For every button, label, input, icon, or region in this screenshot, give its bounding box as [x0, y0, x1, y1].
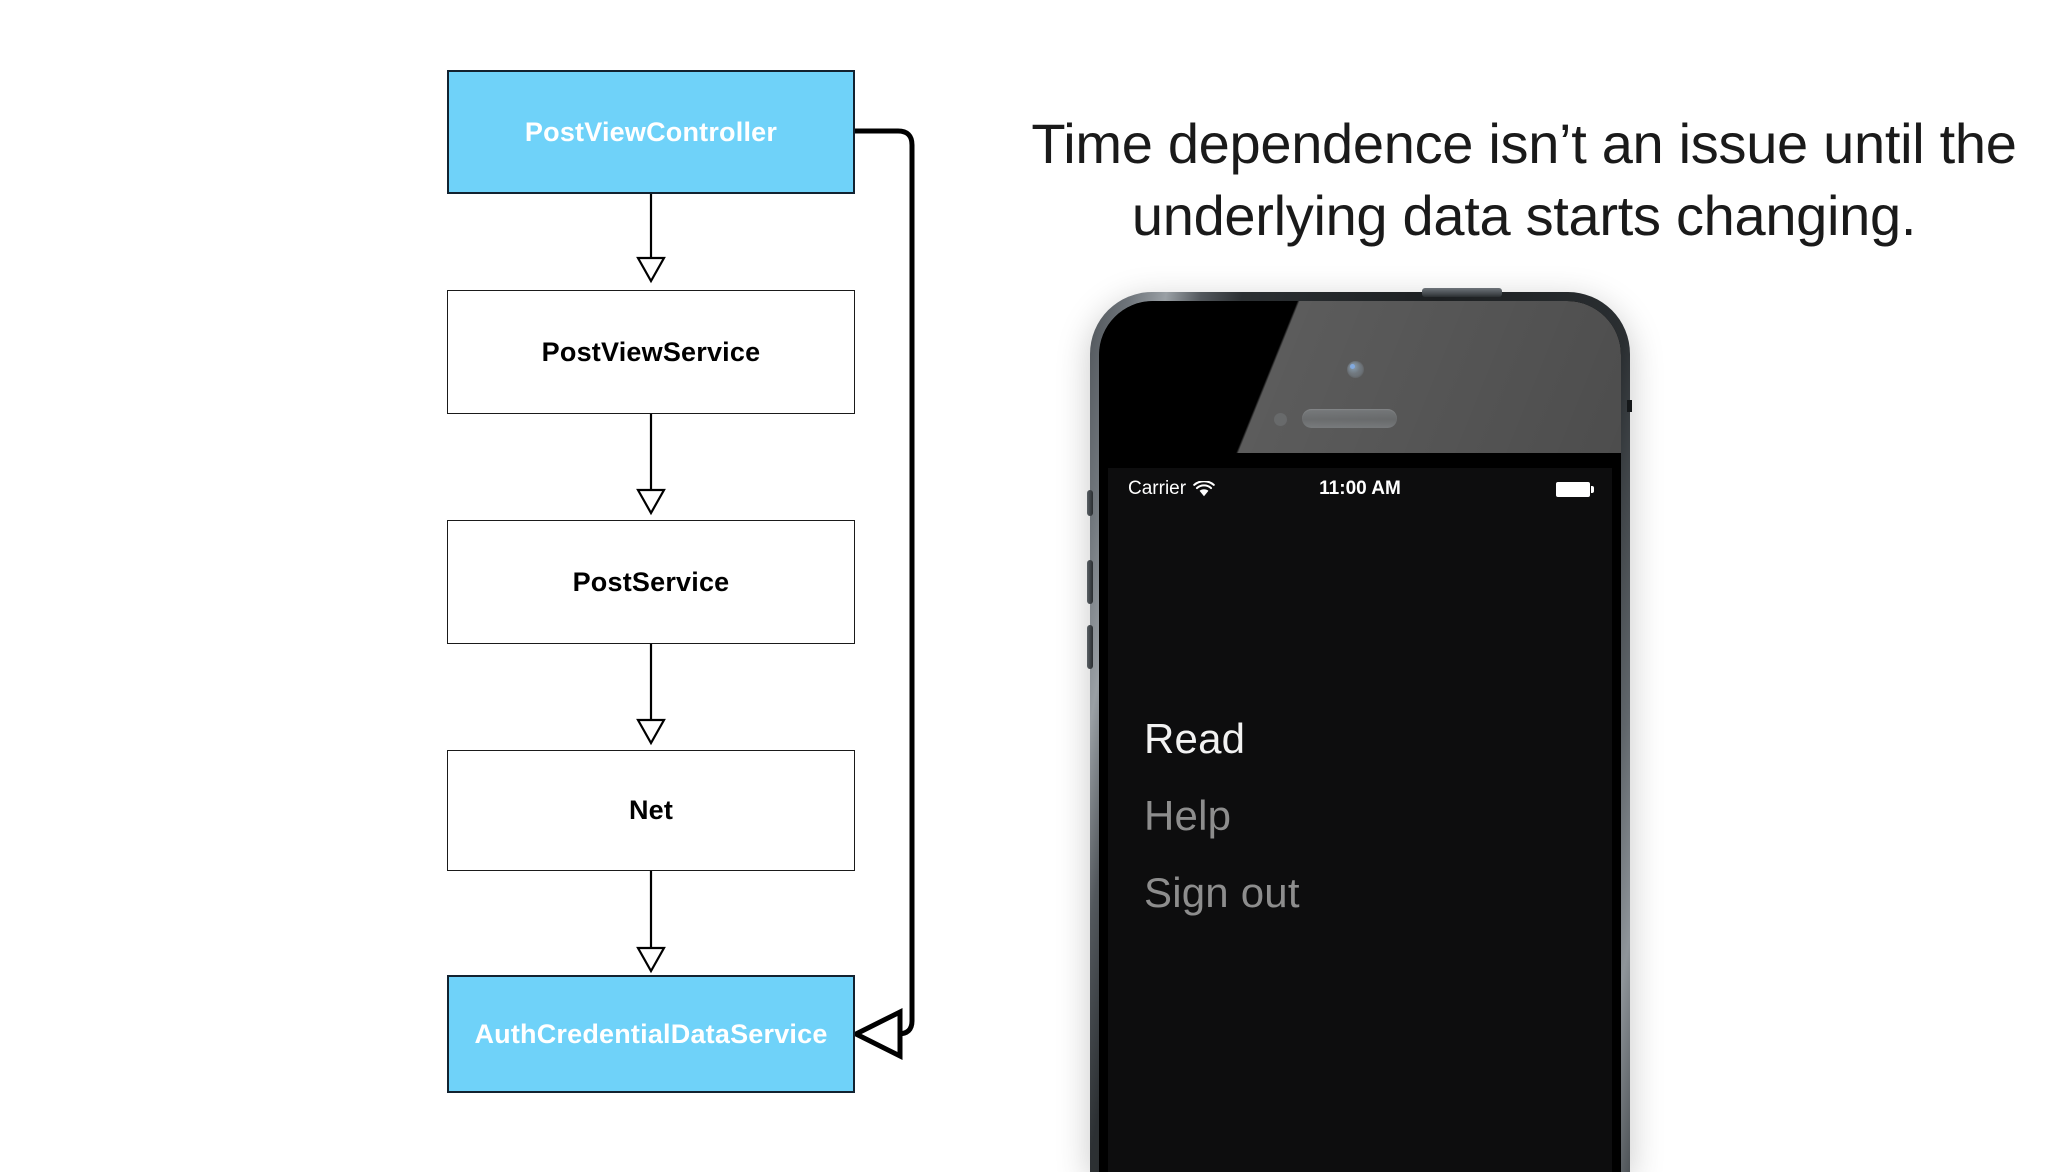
- headline-text: Time dependence isn’t an issue until the…: [1031, 112, 2017, 247]
- earpiece-speaker-icon: [1302, 409, 1397, 428]
- menu-item-read[interactable]: Read: [1144, 715, 1246, 762]
- node-label: PostService: [572, 566, 730, 597]
- node-label: PostViewService: [541, 336, 761, 367]
- carrier-label: Carrier: [1128, 478, 1187, 499]
- glass-reflection: [1099, 301, 1621, 453]
- menu-item-help[interactable]: Help: [1144, 792, 1232, 839]
- edge-pvc-to-acds-loop: [850, 128, 915, 1061]
- right-panel: Time dependence isn’t an issue until the…: [1000, 0, 2048, 1172]
- status-bar-left: Carrier: [1128, 478, 1215, 500]
- node-label: AuthCredentialDataService: [474, 1018, 828, 1049]
- node-label: PostViewController: [524, 116, 778, 147]
- edge-pvs-to-ps: [636, 414, 666, 516]
- front-camera-icon: [1347, 361, 1364, 378]
- status-bar: Carrier 11:00 AM: [1108, 468, 1612, 510]
- diagram-node-post-service[interactable]: PostService: [447, 520, 855, 644]
- edge-net-to-acds: [636, 871, 666, 974]
- wifi-icon: [1193, 480, 1215, 496]
- battery-icon: [1556, 481, 1594, 497]
- diagram-node-auth-credential-dataservice[interactable]: AuthCredentialDataService: [447, 975, 855, 1093]
- status-bar-time: 11:00 AM: [1319, 478, 1401, 499]
- proximity-sensor-icon: [1274, 413, 1287, 426]
- volume-down-button[interactable]: [1087, 625, 1093, 669]
- phone-screen: Carrier 11:00 AM: [1108, 468, 1612, 1172]
- diagram-node-post-view-service[interactable]: PostViewService: [447, 290, 855, 414]
- silent-switch[interactable]: [1087, 490, 1093, 516]
- phone-glass: Carrier 11:00 AM: [1099, 301, 1621, 1172]
- diagram-connectors: [636, 128, 915, 1061]
- volume-up-button[interactable]: [1087, 560, 1093, 604]
- front-camera-lens-icon: [1350, 364, 1355, 369]
- diagram-node-post-view-controller[interactable]: PostViewController: [447, 70, 855, 194]
- power-button[interactable]: [1422, 288, 1502, 297]
- edge-pvc-to-pvs: [636, 194, 666, 284]
- architecture-diagram: PostViewController PostViewService PostS…: [0, 0, 1000, 1152]
- battery-cap: [1591, 485, 1594, 493]
- phone-bezel: Carrier 11:00 AM: [1099, 301, 1621, 1172]
- diagram-node-net[interactable]: Net: [447, 750, 855, 871]
- edge-ps-to-net: [636, 644, 666, 746]
- node-label: Net: [628, 795, 674, 825]
- menu-item-sign-out[interactable]: Sign out: [1144, 869, 1300, 916]
- antenna-band: [1627, 400, 1632, 412]
- app-menu-list: Read Help Sign out: [1144, 718, 1564, 949]
- battery-body: [1556, 481, 1590, 497]
- iphone-mockup: Carrier 11:00 AM: [1087, 288, 1632, 1172]
